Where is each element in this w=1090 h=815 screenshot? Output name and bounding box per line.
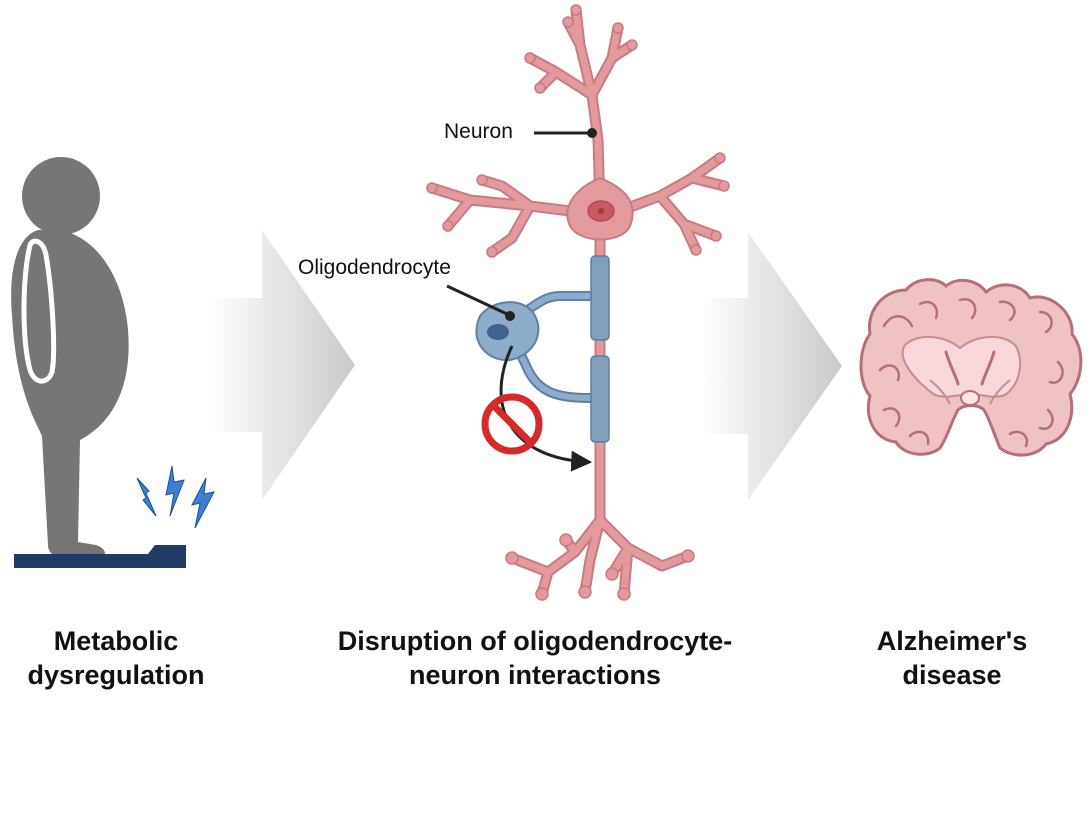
- caption-metabolic-dysregulation: Metabolic dysregulation: [0, 624, 232, 692]
- oligodendrocyte-label: Oligodendrocyte: [298, 256, 451, 279]
- myelin-sheath-upper: [590, 255, 610, 341]
- caption-line: Metabolic: [53, 626, 179, 656]
- caption-line: dysregulation: [27, 660, 205, 690]
- person-icon: [11, 157, 129, 559]
- scale-icon: [14, 545, 186, 568]
- neuron-icon: [426, 4, 730, 601]
- caption-line: Alzheimer's: [876, 626, 1028, 656]
- flow-arrow-2: [700, 232, 842, 500]
- caption-disruption: Disruption of oligodendrocyte- neuron in…: [300, 624, 770, 692]
- lightning-icon: [136, 465, 215, 529]
- brain-section-icon: [859, 278, 1083, 457]
- oligodendrocyte-label-pointer: [446, 284, 515, 321]
- person-on-scale-icon: [11, 157, 215, 568]
- caption-line: Disruption of oligodendrocyte-: [337, 626, 733, 656]
- neuron-label-pointer: [534, 128, 597, 138]
- caption-line: disease: [902, 660, 1002, 690]
- prohibited-icon: [481, 393, 543, 455]
- flow-arrow-1: [210, 230, 355, 500]
- myelin-sheath-lower: [590, 355, 610, 443]
- interaction-arrow: [499, 345, 593, 472]
- neuron-label: Neuron: [444, 120, 513, 143]
- caption-line: neuron interactions: [408, 660, 662, 690]
- caption-alzheimers-disease: Alzheimer's disease: [846, 624, 1058, 692]
- oligodendrocyte-icon: [475, 255, 610, 443]
